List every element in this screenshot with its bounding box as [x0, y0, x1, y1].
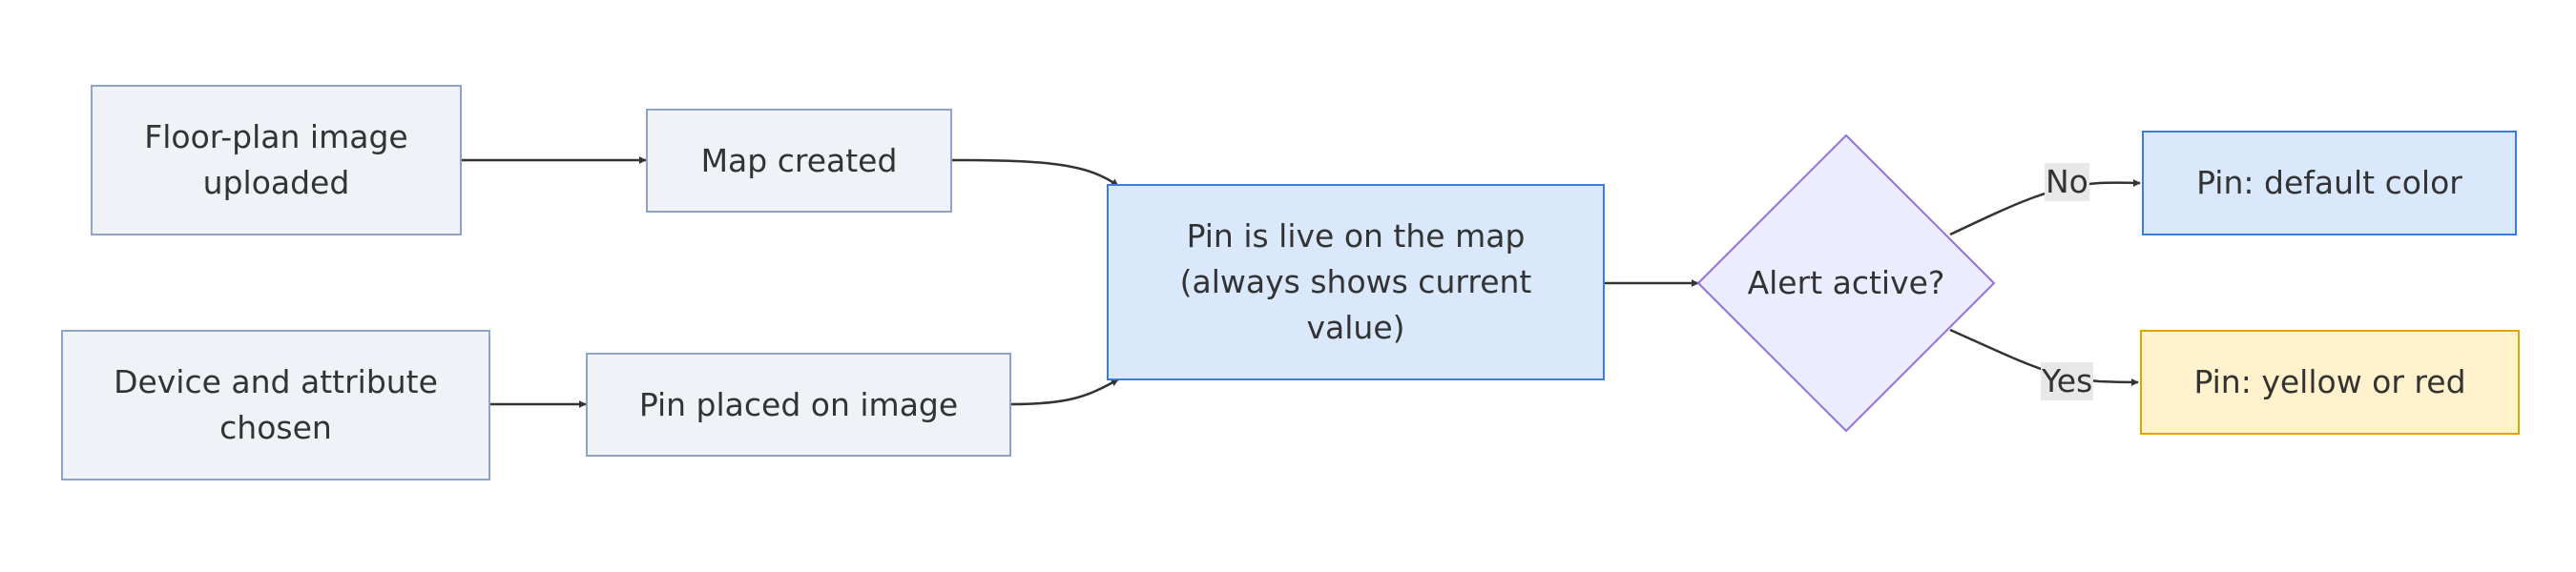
edge-label-yes: Yes [2041, 362, 2094, 400]
decision-alert-active-shape [1696, 133, 1996, 433]
node-floorplan-uploaded-label: Floor-plan image uploaded [144, 118, 408, 201]
node-pin-live-label: Pin is live on the map (always shows cur… [1179, 217, 1532, 346]
node-device-attribute-chosen-label: Device and attribute chosen [114, 363, 438, 446]
node-pin-yellow-or-red: Pin: yellow or red [2140, 330, 2520, 435]
node-pin-placed: Pin placed on image [586, 353, 1011, 457]
edge-map-created-to-pin-live [951, 158, 1119, 188]
node-map-created-label: Map created [700, 141, 898, 179]
node-pin-placed-label: Pin placed on image [638, 385, 959, 423]
node-pin-yellow-or-red-label: Pin: yellow or red [2193, 363, 2466, 400]
node-map-created: Map created [646, 109, 952, 213]
edge-pin-placed-to-pin-live [1010, 378, 1119, 406]
node-pin-default-color-label: Pin: default color [2196, 164, 2462, 201]
node-pin-default-color: Pin: default color [2142, 131, 2517, 235]
node-floorplan-uploaded: Floor-plan image uploaded [91, 85, 462, 235]
node-alert-active-label: Alert active? [1747, 264, 1945, 301]
node-device-attribute-chosen: Device and attribute chosen [61, 330, 490, 480]
edge-label-no: No [2045, 163, 2089, 201]
node-pin-live: Pin is live on the map (always shows cur… [1107, 184, 1605, 380]
